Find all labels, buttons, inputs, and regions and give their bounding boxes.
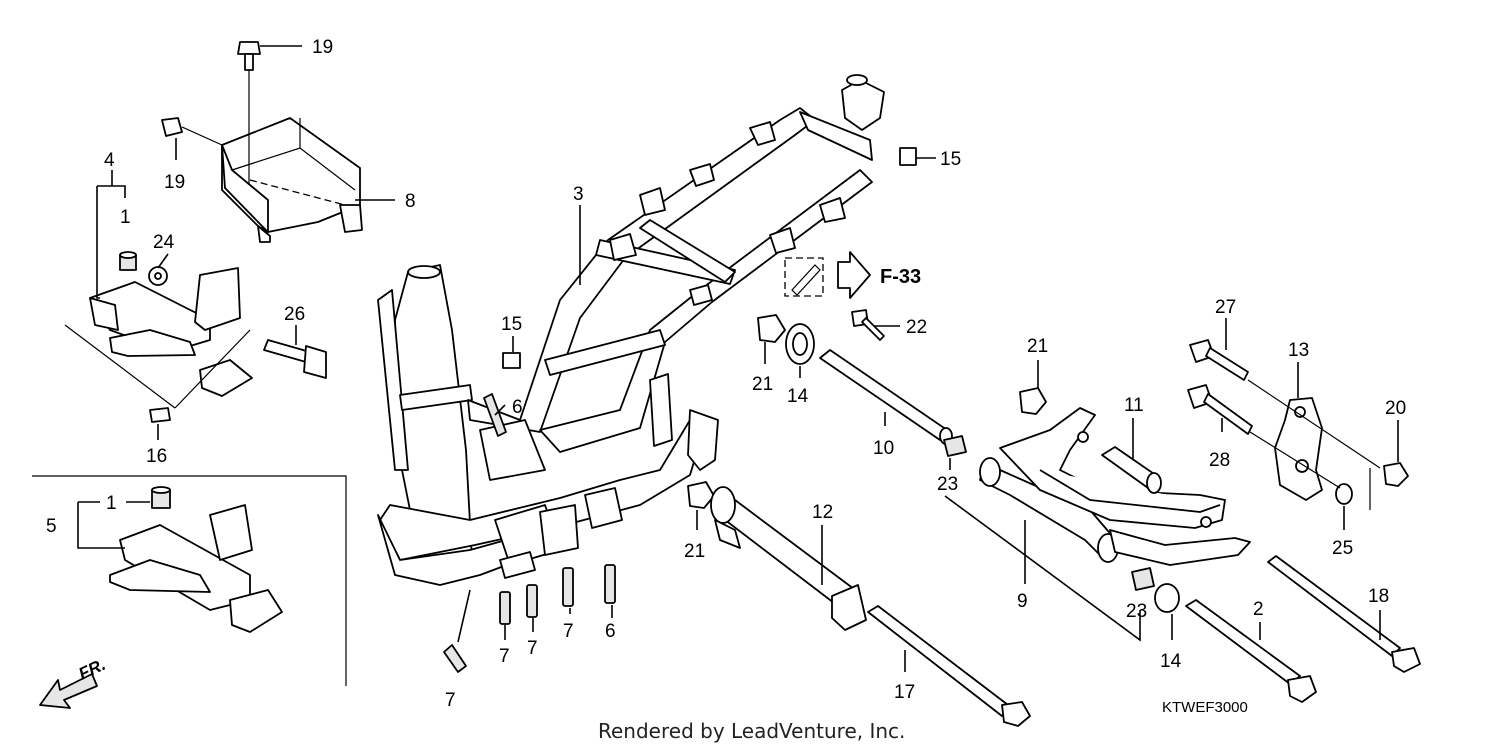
callout-6-upper[interactable]: 6 — [512, 397, 523, 418]
callout-21-middle[interactable]: 21 — [684, 541, 705, 562]
engine-hanger-part — [979, 387, 1421, 703]
callout-26[interactable]: 26 — [284, 304, 305, 325]
callout-21-right[interactable]: 21 — [1027, 336, 1048, 357]
callout-27[interactable]: 27 — [1215, 297, 1236, 318]
callout-14-upper[interactable]: 14 — [787, 386, 809, 407]
callout-7-b[interactable]: 7 — [527, 638, 538, 659]
section-reference[interactable] — [784, 251, 871, 299]
callout-15-right[interactable]: 15 — [940, 149, 961, 170]
callout-25[interactable]: 25 — [1332, 538, 1353, 559]
callout-1-inset[interactable]: 1 — [106, 493, 117, 514]
callout-19-top[interactable]: 19 — [312, 37, 333, 58]
callout-14-lower[interactable]: 14 — [1160, 651, 1182, 672]
credit-line: Rendered by LeadVenture, Inc. — [598, 719, 905, 743]
link-part — [1187, 339, 1409, 510]
callout-12[interactable]: 12 — [812, 502, 833, 523]
pivot-hardware — [687, 309, 1031, 727]
callout-28[interactable]: 28 — [1209, 450, 1230, 471]
callout-21-upper[interactable]: 21 — [752, 374, 773, 395]
callout-8[interactable]: 8 — [405, 191, 416, 212]
callout-2[interactable]: 2 — [1253, 599, 1264, 620]
callout-3[interactable]: 3 — [573, 184, 584, 205]
front-arrow-icon — [39, 673, 98, 709]
callout-7-d[interactable]: 7 — [445, 690, 456, 711]
callout-24[interactable]: 24 — [153, 232, 175, 253]
callout-11[interactable]: 11 — [1124, 395, 1144, 416]
callout-5[interactable]: 5 — [46, 516, 57, 537]
battery-tray-part — [161, 41, 363, 243]
mount-bracket-5-part — [109, 486, 283, 633]
callout-16[interactable]: 16 — [146, 446, 167, 467]
callout-10[interactable]: 10 — [873, 438, 894, 459]
callout-15-left[interactable]: 15 — [501, 314, 522, 335]
callout-9[interactable]: 9 — [1017, 591, 1028, 612]
mount-bracket-4-part — [64, 251, 327, 423]
callout-18[interactable]: 18 — [1368, 586, 1389, 607]
callout-19-left[interactable]: 19 — [164, 172, 185, 193]
callout-13[interactable]: 13 — [1288, 340, 1309, 361]
callout-4[interactable]: 4 — [104, 150, 115, 171]
callout-23-upper[interactable]: 23 — [937, 474, 958, 495]
callout-7-c[interactable]: 7 — [563, 621, 574, 642]
inset-frame — [32, 475, 347, 686]
callout-22[interactable]: 22 — [906, 317, 927, 338]
callout-17[interactable]: 17 — [894, 682, 915, 703]
callout-23-lower[interactable]: 23 — [1126, 601, 1147, 622]
section-ref-label[interactable]: F-33 — [880, 266, 921, 288]
callout-1-top[interactable]: 1 — [120, 207, 131, 228]
callout-20[interactable]: 20 — [1385, 398, 1406, 419]
diagram-code: KTWEF3000 — [1162, 699, 1248, 716]
main-frame-part — [377, 74, 917, 673]
callout-6-lower[interactable]: 6 — [605, 621, 616, 642]
leader-lines — [77, 45, 1399, 672]
callout-7-a[interactable]: 7 — [499, 646, 510, 667]
